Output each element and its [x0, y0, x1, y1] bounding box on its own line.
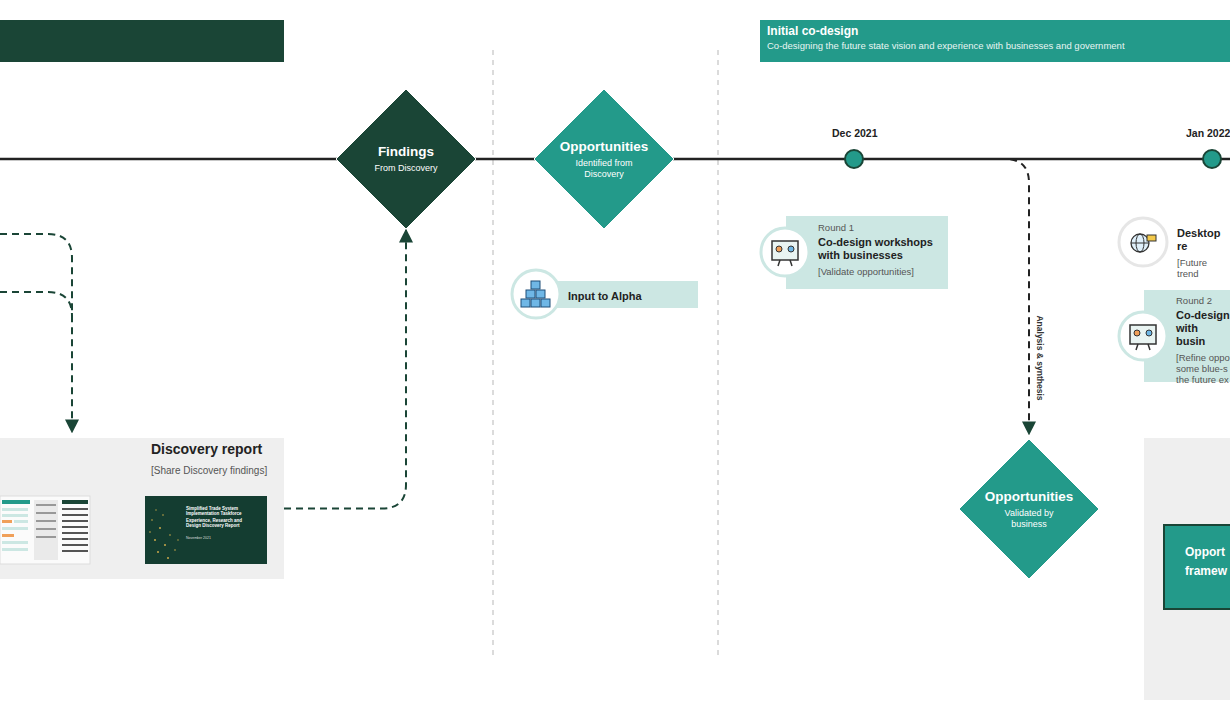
workshop-icon	[761, 228, 809, 276]
node-text: Findings	[378, 144, 434, 160]
decision-diamond: OpportunitiesIdentified from Discovery	[533, 88, 675, 230]
node-text: Opport framew	[1185, 543, 1230, 581]
node-text: Discovery report	[151, 441, 274, 458]
divider	[717, 50, 719, 660]
node-text: From Discovery	[374, 163, 437, 174]
phase-band	[0, 20, 284, 62]
node-text: [Future trend	[1177, 257, 1230, 279]
activity-box: Round 1 Co-design workshops with business…	[786, 216, 948, 289]
date-label: Dec 2021	[832, 127, 878, 139]
blocks-icon	[512, 270, 560, 318]
divider	[492, 50, 494, 660]
node-text: [Share Discovery findings]	[151, 464, 274, 477]
node-text: Opportunities	[560, 139, 649, 155]
phase-band: Initial co-designCo-designing the future…	[760, 20, 1230, 62]
globe-icon	[1119, 218, 1167, 266]
decision-diamond: OpportunitiesValidated by business	[958, 438, 1100, 580]
node-text: Initial co-design	[767, 24, 1223, 39]
report-thumbnail	[0, 496, 90, 564]
node-text: Identified from Discovery	[567, 158, 641, 180]
activity-box: Input to Alpha	[536, 281, 698, 308]
activity-box: Desktop re[Future trend	[1143, 222, 1230, 264]
node-text: Validated by business	[992, 508, 1066, 530]
workshop-icon	[1119, 312, 1167, 360]
node-text: Desktop re	[1177, 227, 1230, 253]
dashed-connector	[866, 159, 1029, 434]
node-text: Opportunities	[985, 489, 1074, 505]
decision-diamond: FindingsFrom Discovery	[335, 88, 477, 230]
date-label: Jan 2022	[1186, 127, 1230, 139]
report-box: Discovery report [Share Discovery finding…	[0, 438, 284, 579]
node-text: Round 2	[1176, 295, 1230, 307]
node-text: Co-design workshops with businesses	[818, 236, 944, 262]
framework-box: Opport framew	[1163, 524, 1230, 610]
node-text: [Validate opportunities]	[818, 266, 944, 277]
node-text: Round 1	[818, 222, 944, 234]
node-text: [Refine oppo some blue-s the future ex	[1176, 352, 1230, 385]
dashed-connector	[284, 230, 406, 509]
report-cover	[145, 496, 267, 564]
node-text: Input to Alpha	[568, 290, 694, 303]
node-text: Co-designing the future state vision and…	[767, 39, 1223, 52]
cover-text: Experience, Research and Design Discover…	[186, 518, 250, 528]
edge-note: Analysis & synthesis	[1035, 315, 1045, 400]
timeline-point	[1203, 150, 1221, 168]
timeline-point	[845, 150, 863, 168]
dashed-connector	[0, 292, 72, 316]
dashed-connector	[0, 234, 72, 432]
activity-box: Round 2 Co-design with busin [Refine oppo …	[1144, 290, 1230, 382]
cover-text: Simplified Trade System Implementation T…	[186, 506, 256, 516]
node-text: Co-design with busin	[1176, 309, 1230, 348]
cover-text: November 2021	[186, 536, 211, 540]
